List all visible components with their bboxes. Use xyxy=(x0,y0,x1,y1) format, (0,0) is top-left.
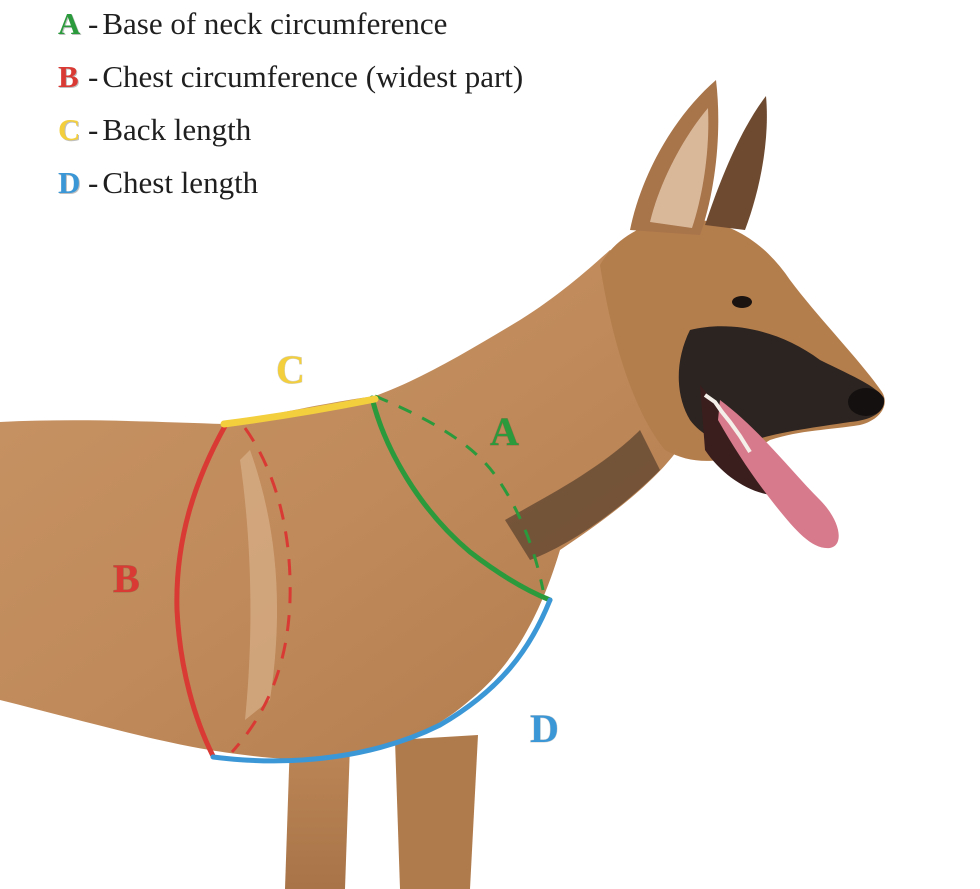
dog-front-leg-right xyxy=(395,735,478,889)
marker-b: B xyxy=(113,556,140,601)
dog-ear-right xyxy=(705,96,767,230)
marker-d: D xyxy=(530,706,559,751)
dog-eye xyxy=(732,296,752,308)
legend-item-d: D-Chest length xyxy=(58,163,258,203)
marker-c: C xyxy=(276,347,305,392)
legend-text-b: Chest circumference (widest part) xyxy=(102,59,524,94)
chest-line-b-solid xyxy=(174,423,228,759)
dog-nose xyxy=(848,388,884,416)
legend-text-d: Chest length xyxy=(102,165,259,200)
legend-item-b: B-Chest circumference (widest part) xyxy=(58,57,523,97)
back-line-c xyxy=(220,395,379,428)
legend-dash-c: - xyxy=(88,112,99,147)
legend-item-a: A-Base of neck circumference xyxy=(58,4,447,44)
legend-letter-c: C xyxy=(58,112,81,147)
dog-body xyxy=(0,250,694,760)
legend-letter-d: D xyxy=(58,165,81,200)
legend-dash-b: - xyxy=(88,59,99,94)
neck-line-a-solid xyxy=(369,395,553,603)
legend-text-c: Back length xyxy=(102,112,252,147)
dog-chest-patch xyxy=(240,450,278,720)
legend-dash-a: - xyxy=(88,6,99,41)
dog-tongue xyxy=(718,400,839,549)
dog-neck-shade xyxy=(505,430,660,560)
legend-item-c: C-Back length xyxy=(58,110,251,150)
chest-line-b-dashed xyxy=(230,427,292,754)
dog-mouth xyxy=(700,385,790,496)
legend-dash-d: - xyxy=(88,165,99,200)
legend-letter-a: A xyxy=(58,6,81,41)
dog-illustration xyxy=(0,80,885,889)
chest-length-line-d xyxy=(210,597,553,764)
marker-a: A xyxy=(490,409,519,454)
legend-letter-b: B xyxy=(58,59,79,94)
legend-text-a: Base of neck circumference xyxy=(102,6,448,41)
dog-teeth xyxy=(703,393,752,454)
dog-ear-left-inner xyxy=(650,108,709,228)
measurement-lines xyxy=(174,394,553,764)
dog-front-leg-left xyxy=(285,740,350,889)
